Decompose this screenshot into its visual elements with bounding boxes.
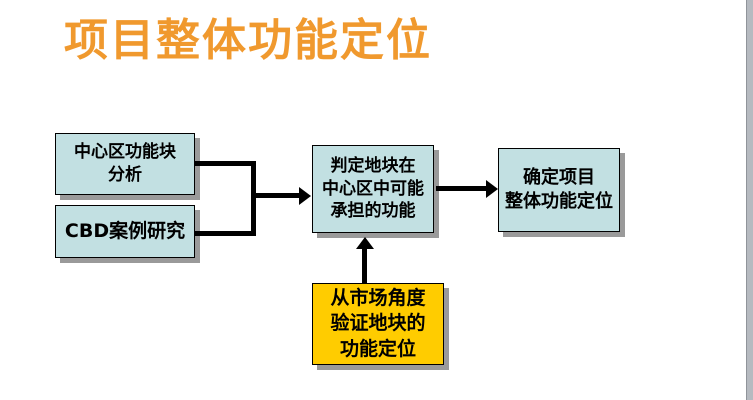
connector-cbd-to-merge xyxy=(195,231,256,236)
flow-node-judge-possible-functions: 判定地块在 中心区中可能 承担的功能 xyxy=(312,145,434,233)
connector-analysis-to-merge xyxy=(195,161,256,166)
flow-node-cbd-case-study: CBD案例研究 xyxy=(55,205,195,258)
scrollbar-track[interactable] xyxy=(746,0,753,400)
arrowhead-right-icon xyxy=(299,187,311,205)
connector-merge-to-judge xyxy=(251,193,299,198)
connector-judge-to-confirm xyxy=(436,186,486,191)
connector-merge-vertical xyxy=(251,161,256,236)
flow-node-market-verification: 从市场角度 验证地块的 功能定位 xyxy=(312,283,444,365)
flow-node-confirm-overall-positioning: 确定项目 整体功能定位 xyxy=(498,148,620,232)
connector-market-to-judge xyxy=(362,249,367,283)
arrowhead-right-icon xyxy=(486,180,498,198)
flow-node-center-function-analysis: 中心区功能块 分析 xyxy=(55,133,195,195)
slide-title: 项目整体功能定位 xyxy=(64,15,432,66)
arrowhead-up-icon xyxy=(356,237,374,249)
